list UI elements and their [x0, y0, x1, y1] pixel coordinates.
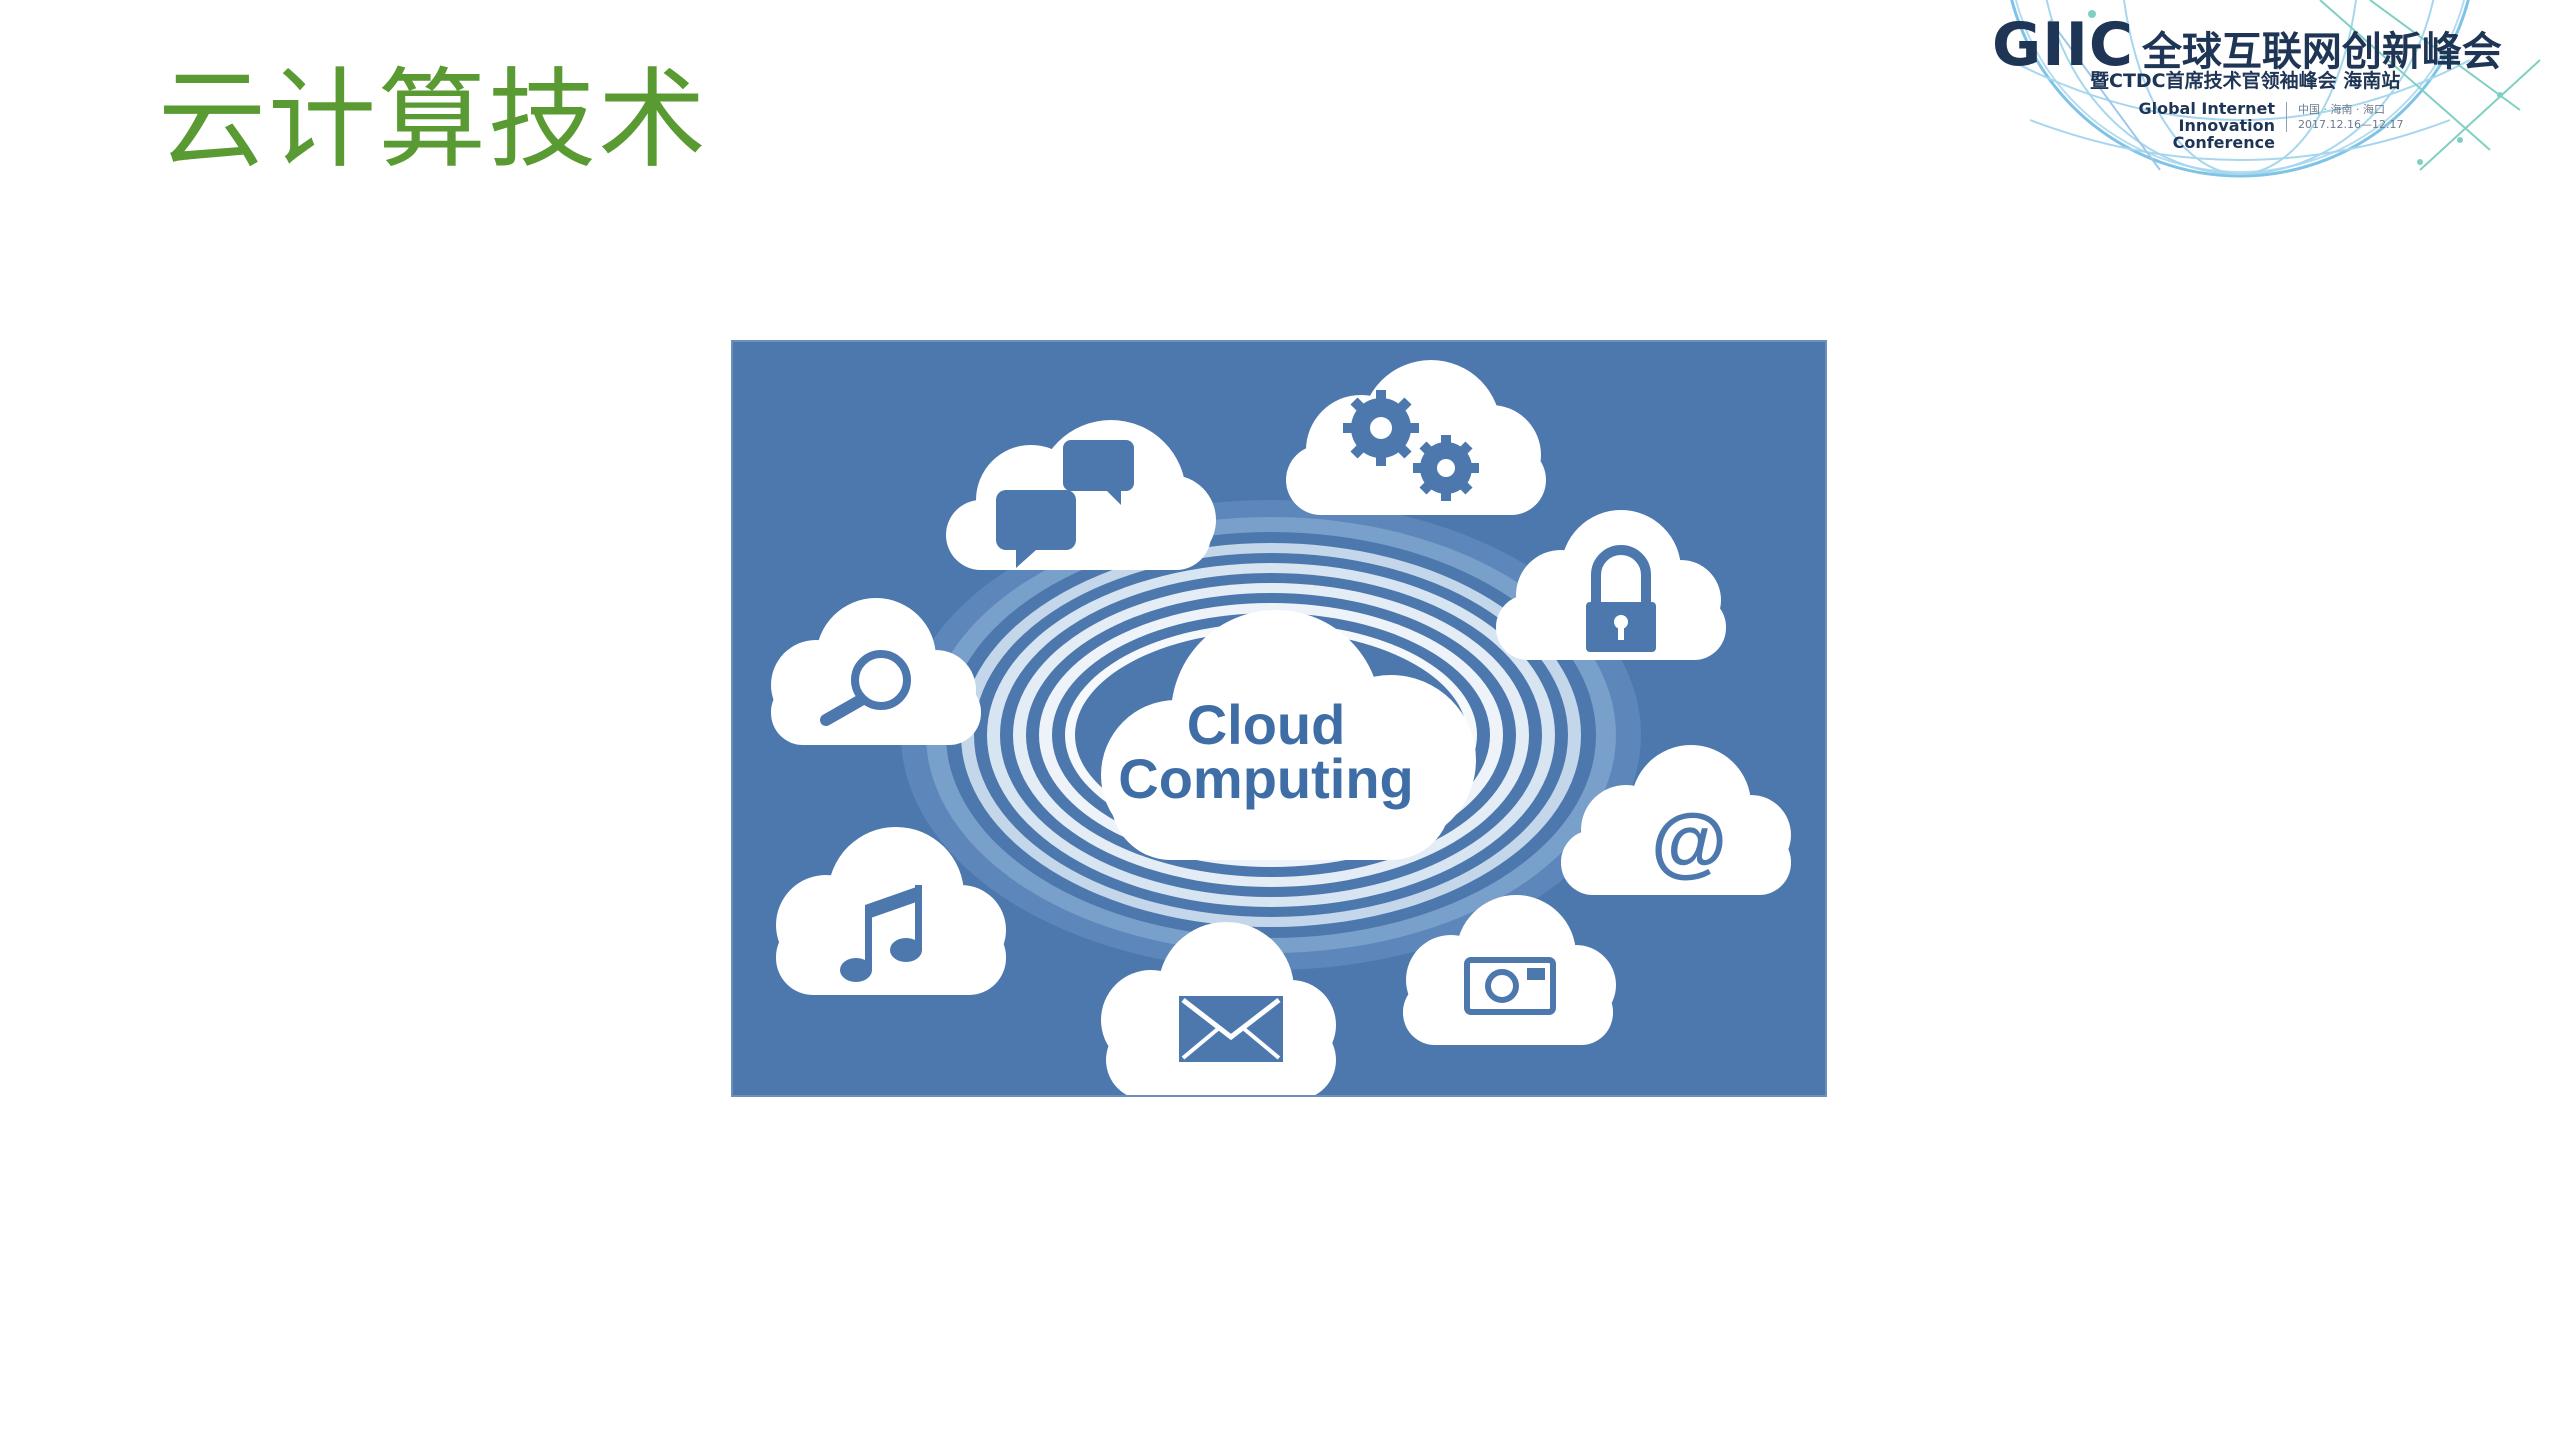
- center-label-line1: Cloud: [1186, 693, 1346, 756]
- logo-brand: GIIC: [1992, 10, 2134, 80]
- svg-text:@: @: [1651, 797, 1727, 885]
- globe-icon: [2009, 0, 2541, 178]
- search-icon: [771, 598, 981, 745]
- logo-english-line1: Global Internet: [2138, 99, 2275, 118]
- camera-icon: [1403, 895, 1616, 1045]
- cloud-computing-illustration: @: [731, 340, 1827, 1097]
- at-sign-icon: @: [1561, 745, 1791, 895]
- logo-date: 2017.12.16—12.17: [2298, 118, 2404, 131]
- center-label-line2: Computing: [1118, 747, 1414, 810]
- envelope-icon: [1101, 922, 1336, 1097]
- logo-english-name: Global Internet Innovation Conference: [2095, 100, 2275, 151]
- central-cloud: [1101, 610, 1476, 860]
- slide-title: 云计算技术: [158, 58, 709, 183]
- gears-icon: [1286, 360, 1546, 515]
- logo-separator: [2286, 102, 2287, 132]
- cloud-computing-label: Cloud Computing: [1061, 693, 1471, 810]
- logo-location: 中国 · 海南 · 海口: [2298, 103, 2385, 116]
- logo-english-line2: Innovation Conference: [2172, 116, 2275, 152]
- logo-date-block: 中国 · 海南 · 海口 2017.12.16—12.17: [2298, 102, 2403, 132]
- chat-bubbles-icon: [946, 420, 1216, 570]
- lock-icon: [1496, 510, 1726, 660]
- logo-brand-cn: 全球互联网创新峰会: [2141, 29, 2502, 75]
- logo-subtitle: 暨CTDC首席技术官领袖峰会 海南站: [2090, 70, 2401, 92]
- music-note-icon: [776, 827, 1006, 995]
